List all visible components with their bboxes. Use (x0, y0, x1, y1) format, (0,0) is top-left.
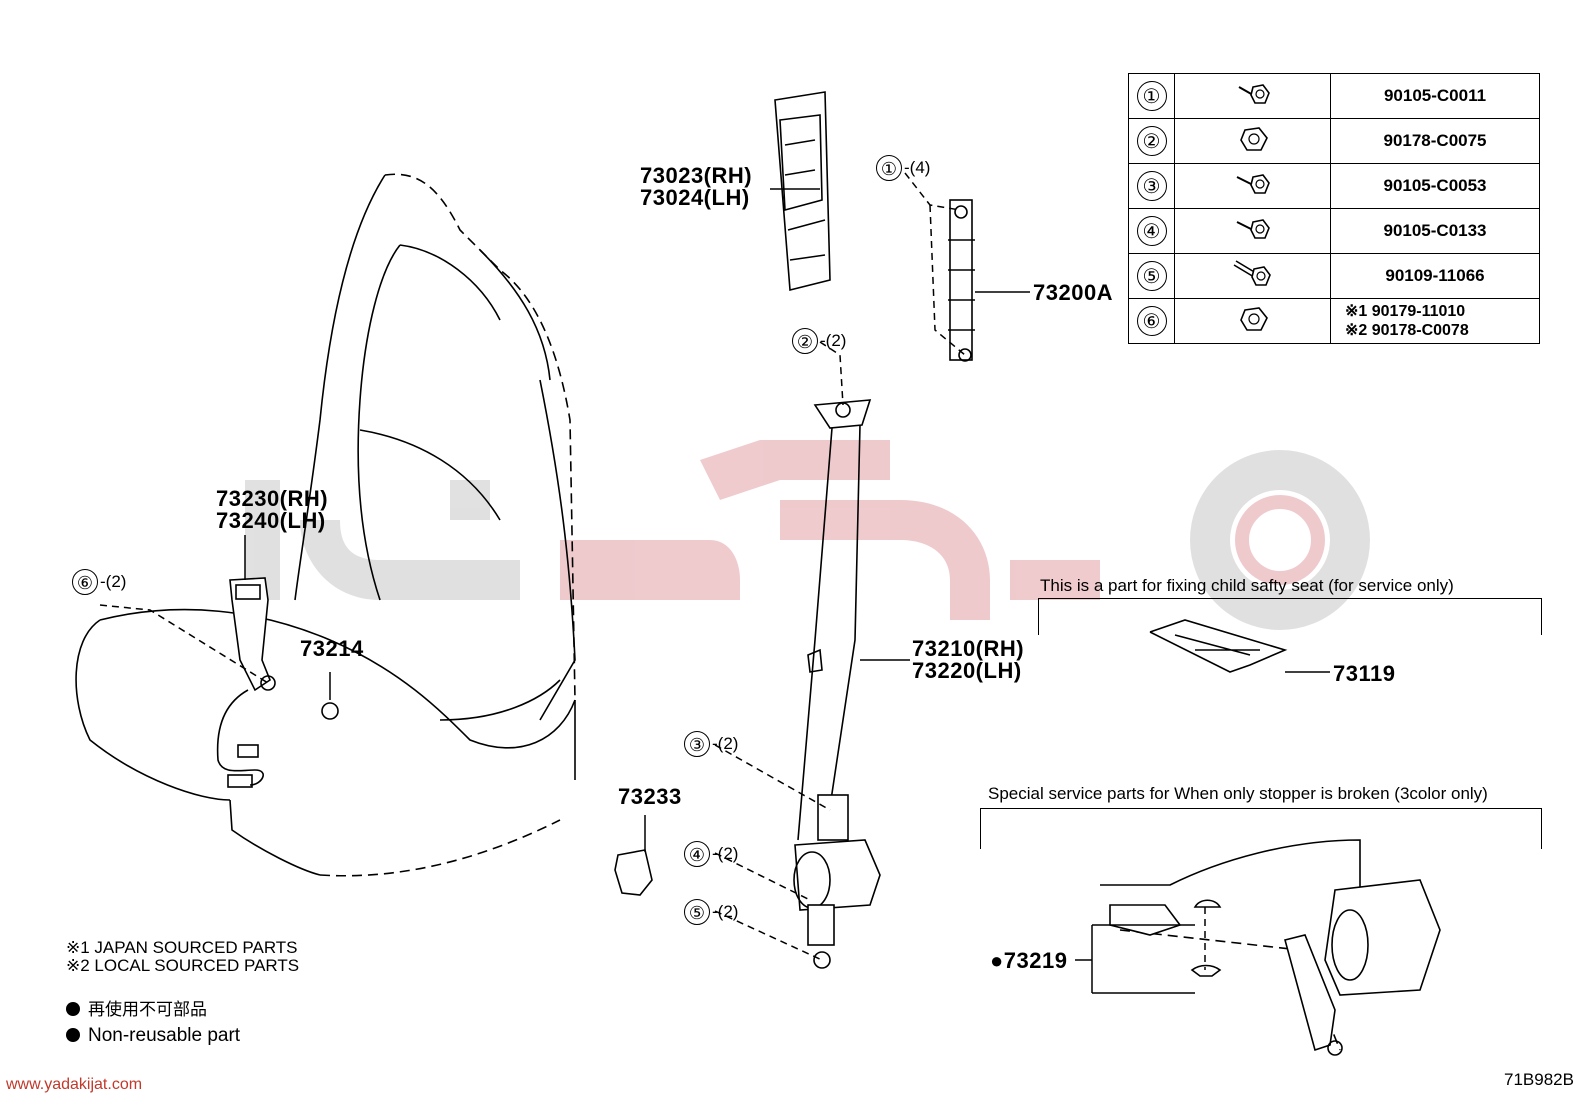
watermark-logo (245, 440, 1370, 630)
bullet-icon (66, 1028, 80, 1042)
legend-nonreusable-en: Non-reusable part (66, 1026, 240, 1045)
callout-qty: -(2) (712, 843, 739, 863)
callout-6: ⑥-(2) (72, 568, 126, 595)
child-seat-bracket-frame (1038, 598, 1542, 635)
callout-2: ②-(2) (792, 327, 846, 354)
part-number: 90105-C0053 (1330, 163, 1540, 209)
callout-number: ④ (684, 840, 710, 867)
part-number-japan: ※1 90179-11010 (1345, 303, 1466, 320)
callout-qty: -(2) (820, 330, 847, 350)
table-row: ⑤ 90109-11066 (1128, 253, 1540, 299)
child-seat-note: This is a part for fixing child safty se… (1040, 576, 1454, 595)
callout-4: ④-(2) (684, 840, 738, 867)
cover-73233 (614, 849, 653, 896)
dashed-leaders (99, 172, 1206, 970)
stopper-bracket-frame (980, 808, 1542, 849)
callout-qty: -(4) (904, 157, 931, 177)
label-73119: 73119 (1333, 661, 1396, 686)
buckle-part (216, 577, 276, 788)
callout-qty: -(2) (712, 901, 739, 921)
table-row: ① 90105-C0011 (1128, 73, 1540, 119)
callout-number: ⑤ (684, 898, 710, 925)
callout-1: ①-(4) (876, 154, 930, 181)
label-73240: 73240(LH) (216, 508, 326, 533)
stopper-illustration (1100, 839, 1441, 1056)
seat-outline (75, 173, 576, 877)
callout-number: ① (876, 154, 902, 181)
watermark-url[interactable]: www.yadakijat.com (6, 1076, 143, 1093)
bolt-icon (1238, 83, 1270, 104)
label-73219: ●73219 (990, 948, 1068, 973)
height-adjuster (948, 199, 975, 362)
callout-number: ⑥ (72, 568, 98, 595)
legend-text: 再使用不可部品 (88, 1000, 207, 1019)
outer-belt (793, 399, 881, 969)
index-badge: ④ (1136, 216, 1167, 246)
index-badge: ② (1136, 126, 1167, 156)
callout-qty: -(2) (100, 571, 127, 591)
note-japan-sourced: ※1 JAPAN SOURCED PARTS (66, 938, 298, 957)
label-73024: 73024(LH) (640, 185, 750, 210)
part-number: 90178-C0075 (1330, 118, 1540, 164)
table-row: ④ 90105-C0133 (1128, 208, 1540, 254)
callout-qty: -(2) (712, 733, 739, 753)
part-number: 90105-C0011 (1330, 73, 1540, 119)
callout-3: ③-(2) (684, 730, 738, 757)
callout-number: ③ (684, 730, 710, 757)
diagram-code: 71B982B (1504, 1070, 1574, 1089)
part-number-local: ※2 90178-C0078 (1345, 322, 1469, 339)
table-row: ⑥ ※1 90179-11010 ※2 90178-C0078 (1128, 298, 1540, 344)
label-73200a: 73200A (1033, 280, 1114, 305)
index-badge: ⑤ (1136, 261, 1167, 291)
part-number: 90109-11066 (1330, 253, 1540, 299)
stopper-note: Special service parts for When only stop… (988, 784, 1488, 803)
callout-number: ② (792, 327, 818, 354)
washer-73214 (321, 702, 339, 720)
label-73214: 73214 (300, 636, 364, 661)
part-number: 90105-C0133 (1330, 208, 1540, 254)
part-number-pair: ※1 90179-11010 ※2 90178-C0078 (1330, 298, 1540, 344)
child-seat-bracket (1149, 619, 1288, 673)
table-row: ③ 90105-C0053 (1128, 163, 1540, 209)
fastener-table: ① 90105-C0011 ② 90178-C0075 ③ 90105-C005… (1128, 73, 1540, 344)
label-73220: 73220(LH) (912, 658, 1022, 683)
legend-text: Non-reusable part (88, 1025, 241, 1046)
nut-icon (1239, 306, 1268, 331)
bullet-icon (66, 1002, 80, 1016)
label-73023: 73023(RH) (640, 163, 753, 188)
pillar-garnish (774, 91, 831, 292)
index-badge: ① (1136, 81, 1167, 111)
note-local-sourced: ※2 LOCAL SOURCED PARTS (66, 956, 300, 975)
label-73233: 73233 (618, 784, 682, 809)
label-73210: 73210(RH) (912, 636, 1025, 661)
bolt-icon (1236, 218, 1270, 239)
index-badge: ⑥ (1136, 306, 1167, 336)
label-73230: 73230(RH) (216, 486, 329, 511)
legend-nonreusable-jp: 再使用不可部品 (66, 1000, 207, 1019)
callout-5: ⑤-(2) (684, 898, 738, 925)
index-badge: ③ (1136, 171, 1167, 201)
bolt-icon (1236, 173, 1270, 194)
nut-icon (1239, 126, 1268, 151)
shoulder-bolt-icon (1233, 259, 1271, 286)
leader-lines (244, 188, 1330, 994)
table-row: ② 90178-C0075 (1128, 118, 1540, 164)
